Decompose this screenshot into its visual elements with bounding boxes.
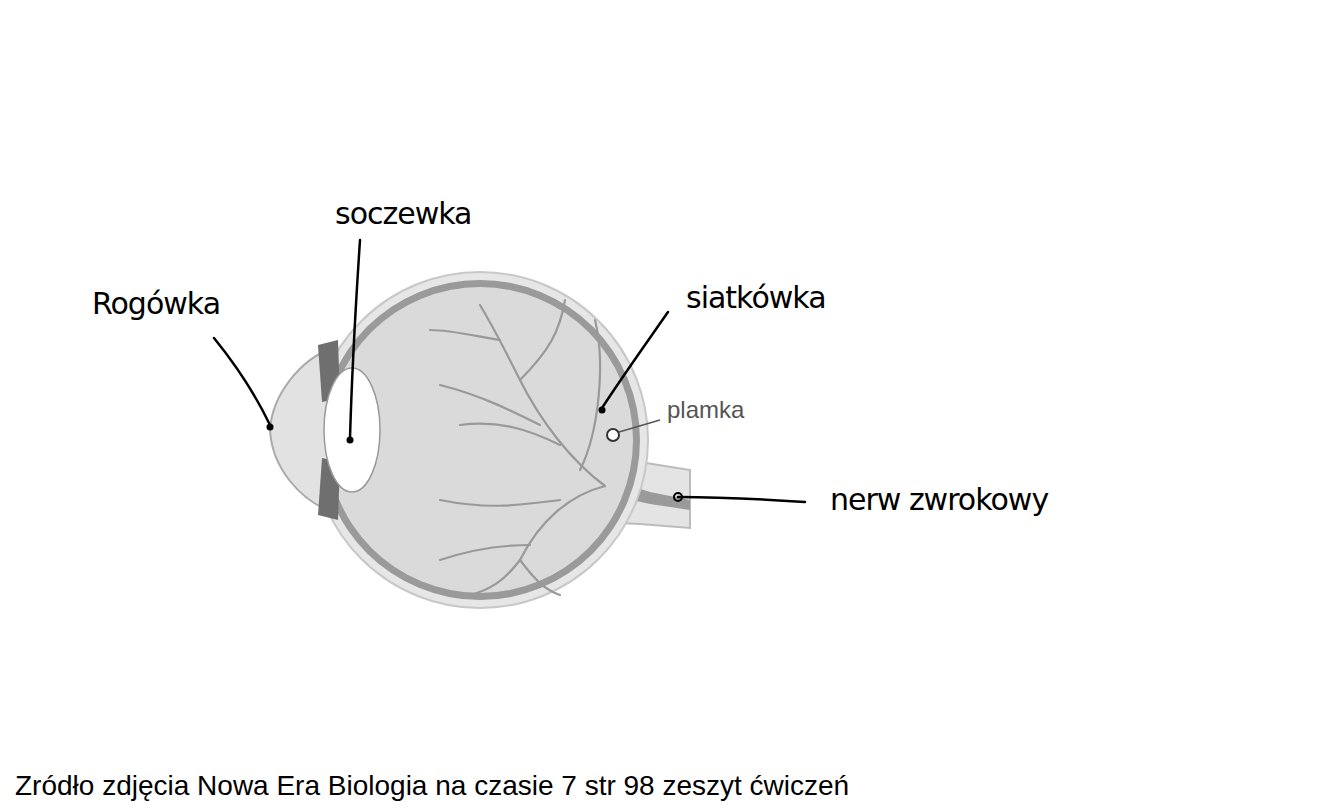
part-label: plamka <box>667 396 744 424</box>
part-label: soczewka <box>335 196 471 231</box>
part-label: Rogówka <box>92 286 220 321</box>
part-label: siatkówka <box>686 280 826 315</box>
caption: Zródło zdjęcia Nowa Era Biologia na czas… <box>15 770 849 802</box>
part-label: nerw zwrokowy <box>830 482 1048 517</box>
